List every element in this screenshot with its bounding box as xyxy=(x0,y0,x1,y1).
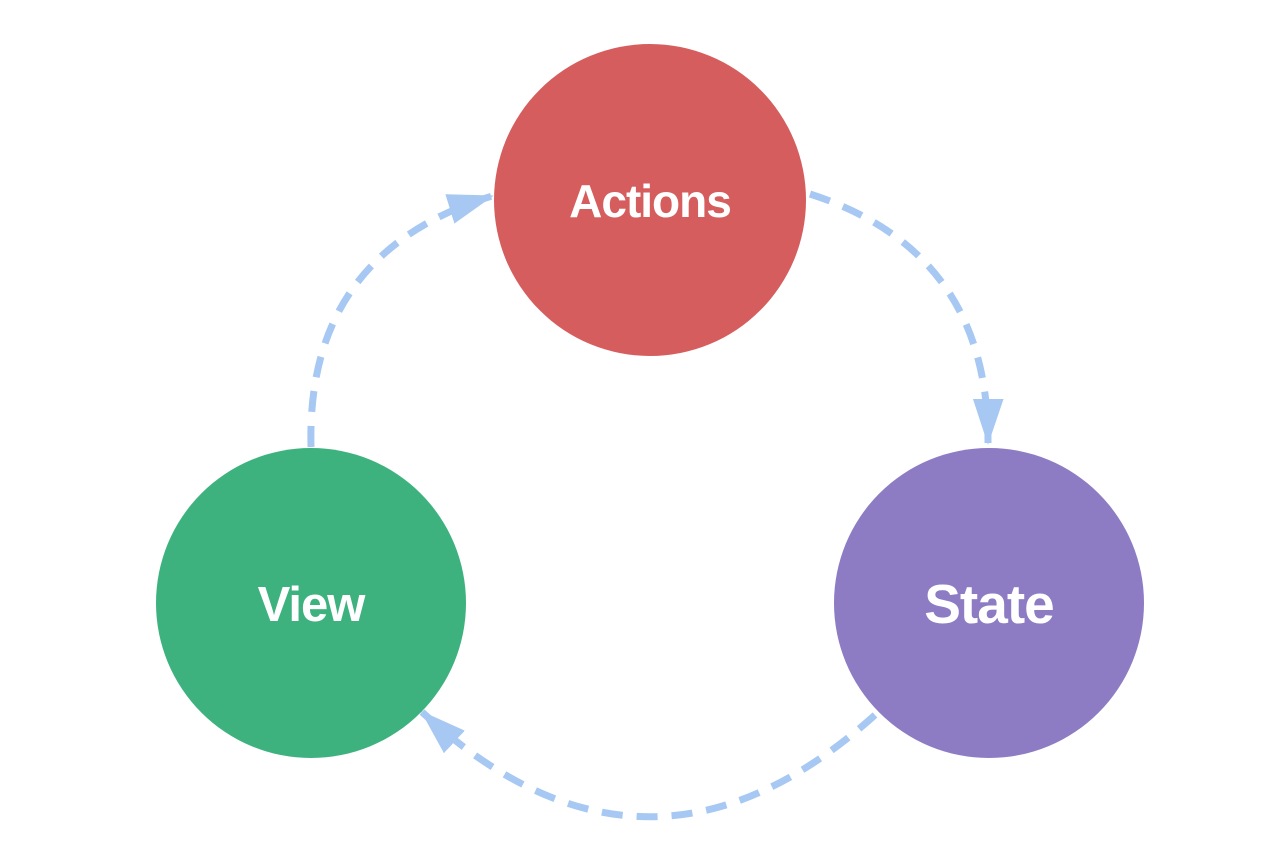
node-actions: Actions xyxy=(494,44,806,356)
state-label: State xyxy=(924,573,1054,635)
arrow-state-to-view xyxy=(419,709,878,821)
arrow-actions-to-state xyxy=(808,190,1004,445)
view-label: View xyxy=(258,578,367,632)
node-view: View xyxy=(156,448,466,758)
arrow-view-to-actions xyxy=(307,192,494,448)
node-state: State xyxy=(834,448,1144,758)
actions-label: Actions xyxy=(569,175,731,227)
state-circle xyxy=(834,448,1144,758)
actions-circle xyxy=(494,44,806,356)
view-circle xyxy=(156,448,466,758)
